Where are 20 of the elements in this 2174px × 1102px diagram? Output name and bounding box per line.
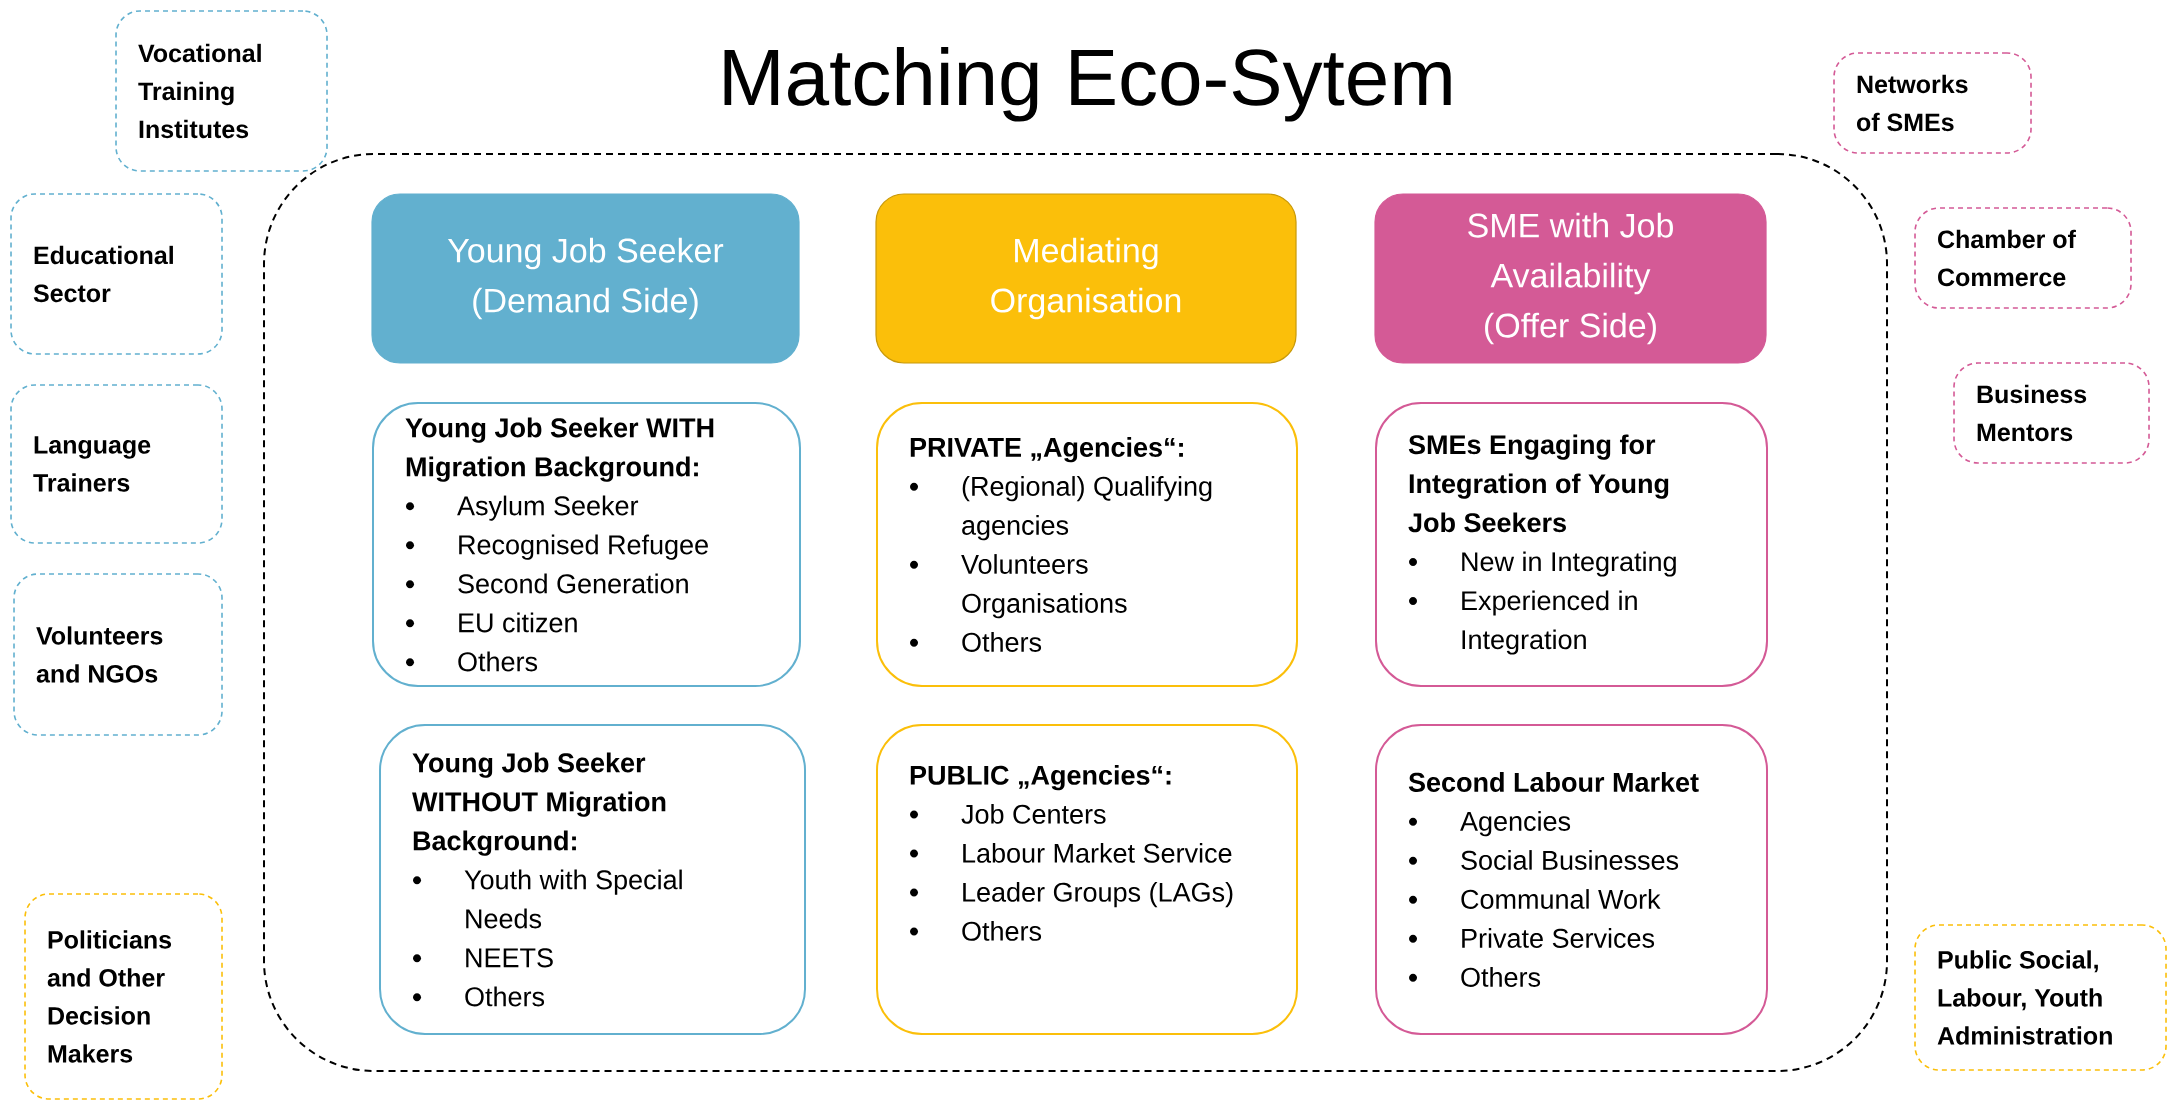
header-box: Young Job Seeker (Demand Side) xyxy=(371,193,800,364)
list-box: Young Job Seeker WITH Migration Background: Asylum Seeker Recognised Refugee Second Generation EU citizen Others xyxy=(372,402,801,687)
list-box: PRIVATE „Agencies“: (Regional) Qualifying agencies Volunteers Organisations Others xyxy=(876,402,1298,687)
list-box: Young Job Seeker WITHOUT Migration Background: Youth with Special Needs NEETS Others xyxy=(379,724,806,1035)
header-box: SME with Job Availability (Offer Side) xyxy=(1374,193,1767,364)
dashed-region xyxy=(263,153,1888,1072)
list-box: Second Labour Market Agencies Social Businesses Communal Work Private Services Others xyxy=(1375,724,1768,1035)
stakeholder-box: Networks of SMEs xyxy=(1833,52,2032,154)
title: Matching Eco-Sytem xyxy=(724,47,1451,122)
stakeholder-box: Educational Sector xyxy=(10,193,223,355)
stakeholder-box: Vocational Training Institutes xyxy=(115,10,328,172)
stakeholder-box: Business Mentors xyxy=(1953,362,2150,464)
stakeholder-box: Volunteers and NGOs xyxy=(13,573,223,736)
stakeholder-box: Chamber of Commerce xyxy=(1914,207,2132,309)
header-box: Mediating Organisation xyxy=(875,193,1297,364)
stakeholder-box: Language Trainers xyxy=(10,384,223,544)
list-box: SMEs Engaging for Integration of Young Job Seekers New in Integrating Experienced in Integration xyxy=(1375,402,1768,687)
stakeholder-box: Public Social, Labour, Youth Administration xyxy=(1914,924,2167,1071)
stakeholder-box: Politicians and Other Decision Makers xyxy=(24,893,223,1100)
list-box: PUBLIC „Agencies“: Job Centers Labour Market Service Leader Groups (LAGs) Others xyxy=(876,724,1298,1035)
